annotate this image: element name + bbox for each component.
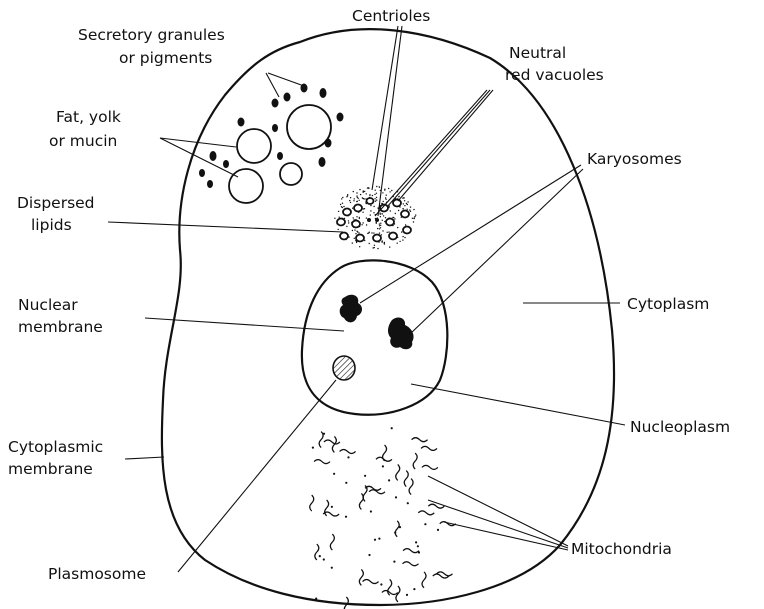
label-plasmosome: Plasmosome [48,565,146,583]
label-nuclear-membrane: membrane [18,318,103,336]
fat-vacuole-3 [229,169,263,203]
label-nuclear: Nuclear [18,296,78,314]
karyosome-1 [340,295,362,323]
plasmosome [333,356,355,380]
label-fat-yolk: Fat, yolk [56,108,121,126]
neutral-red-vacuoles [337,198,411,242]
label-dispersed: Dispersed [17,194,95,212]
label-cytoplasmic-membrane: membrane [8,460,93,478]
label-centrioles: Centrioles [352,7,430,25]
label-karyosomes: Karyosomes [587,150,682,168]
nucleus-outline [302,260,448,414]
label-neutral: Neutral [509,44,566,62]
label-lipids: lipids [31,216,72,234]
label-nucleoplasm: Nucleoplasm [630,418,730,436]
labels: Secretory granules or pigments Centriole… [8,7,730,583]
label-secretory-pigments: or pigments [119,49,212,67]
karyosome-2 [388,318,414,350]
label-cytoplasm: Cytoplasm [627,295,709,313]
mitochondria-field [310,427,456,609]
fat-vacuole-4 [280,163,302,185]
label-mitochondria: Mitochondria [571,540,672,558]
cell-outline [162,29,614,605]
label-cytoplasmic: Cytoplasmic [8,438,103,456]
label-secretory-granules: Secretory granules [78,26,225,44]
fat-vacuole-2 [287,105,331,149]
label-or-mucin: or mucin [49,132,117,150]
fat-vacuole-1 [237,129,271,163]
label-red-vacuoles: red vacuoles [505,66,604,84]
centrioles [367,218,379,222]
